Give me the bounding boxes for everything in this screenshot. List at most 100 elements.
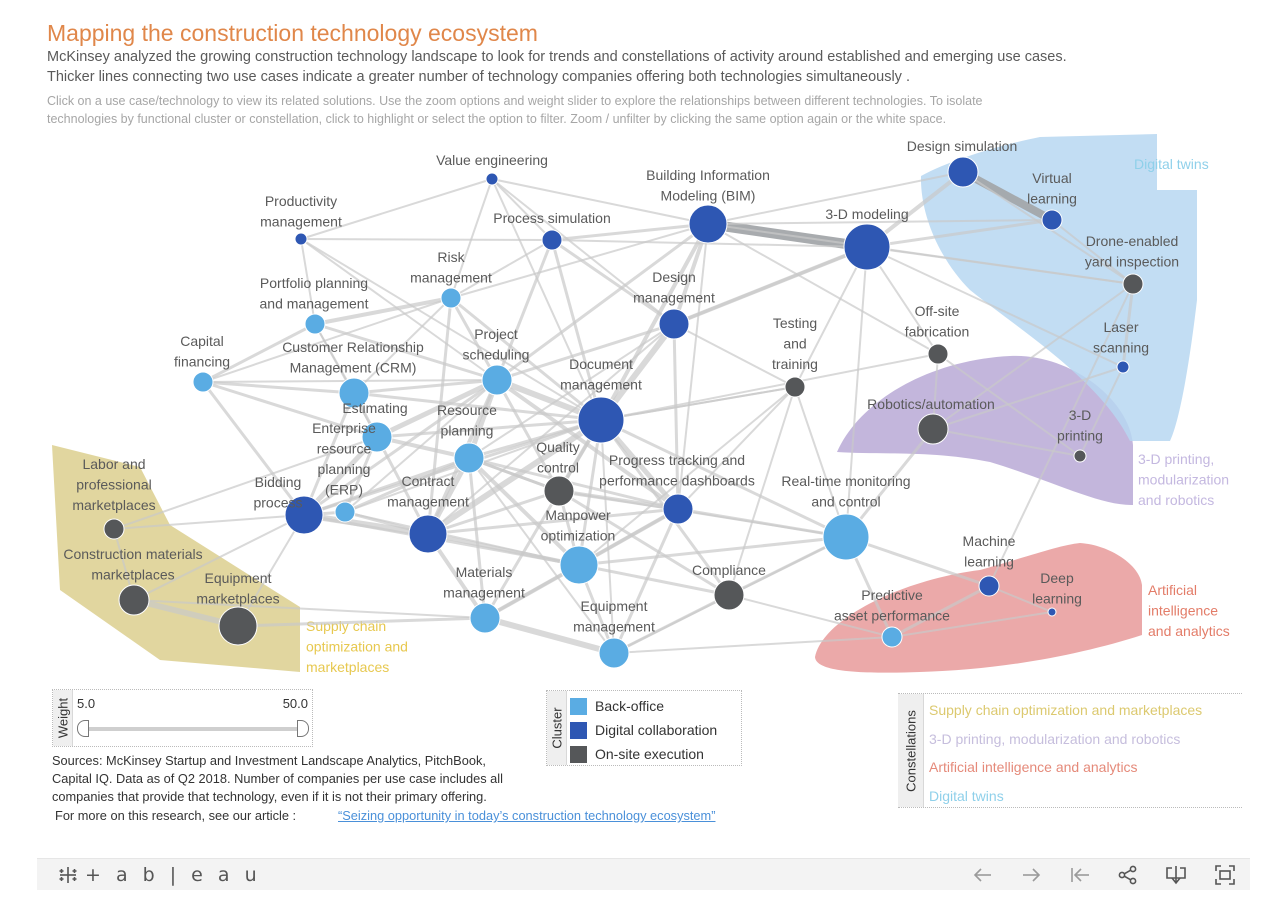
weight-min-handle[interactable] — [77, 720, 89, 737]
edge-value-engineering-bim — [491, 178, 709, 225]
node-robotics-automation[interactable] — [917, 413, 949, 445]
revert-button[interactable] — [1068, 863, 1092, 887]
weight-slider-track[interactable] — [81, 727, 307, 731]
edge-capital-financing-estimating — [201, 380, 379, 439]
node-compliance[interactable] — [713, 579, 745, 611]
edge-labor-marketplaces-estimating — [113, 436, 378, 530]
edge-design-management-contract-management — [427, 323, 675, 535]
subtitle-line-2: Thicker lines connecting two use cases i… — [47, 69, 910, 85]
edge-value-engineering-risk-management — [450, 178, 493, 299]
node-off-site-fabrication[interactable] — [927, 343, 949, 365]
node-equipment-marketplaces[interactable] — [218, 606, 258, 646]
cluster-item-on-site-execution[interactable]: On-site execution — [570, 744, 704, 764]
node-drone-yard-inspection[interactable] — [1122, 273, 1144, 295]
article-link[interactable]: “Seizing opportunity in today’s construc… — [338, 808, 716, 823]
fullscreen-button[interactable] — [1213, 863, 1237, 887]
edge-testing-training-manpower-optimization — [578, 386, 796, 566]
node-process-simulation[interactable] — [541, 229, 563, 251]
node-productivity-management[interactable] — [294, 232, 308, 246]
edge-contract-management-document-management — [425, 417, 604, 537]
node-erp[interactable] — [334, 501, 356, 523]
node-bidding-process[interactable] — [284, 495, 324, 535]
node-design-simulation[interactable] — [947, 156, 979, 188]
constellation-item-supply-chain[interactable]: Supply chain optimization and marketplac… — [929, 702, 1203, 718]
node-real-time-monitoring[interactable] — [822, 513, 870, 561]
sources-line-1: Sources: McKinsey Startup and Investment… — [52, 753, 486, 768]
edge-estimating-project-scheduling — [374, 377, 500, 440]
node-estimating[interactable] — [361, 421, 393, 453]
weight-min-label: 5.0 — [77, 696, 96, 711]
redo-button[interactable] — [1019, 863, 1043, 887]
node-design-management[interactable] — [658, 308, 690, 340]
node-progress-tracking[interactable] — [662, 493, 694, 525]
share-button[interactable] — [1116, 863, 1140, 887]
cluster-item-digital-collaboration[interactable]: Digital collaboration — [570, 720, 717, 740]
tableau-logo[interactable]: + a b | e a u — [57, 864, 261, 886]
node-labor-marketplaces[interactable] — [103, 518, 125, 540]
edge-productivity-management-portfolio-planning — [300, 238, 316, 325]
edge-testing-training-design-management — [673, 323, 796, 388]
edge-equipment-management-document-management — [600, 419, 615, 654]
node-3d-modeling[interactable] — [843, 223, 891, 271]
redo-icon — [1023, 868, 1041, 882]
edge-resource-planning-progress-tracking — [467, 456, 680, 511]
download-button[interactable] — [1164, 863, 1188, 887]
node-label-value-engineering: Value engineering — [436, 152, 548, 168]
node-quality-control[interactable] — [543, 475, 575, 507]
edge-equipment-marketplaces-materials-management — [236, 616, 487, 628]
node-portfolio-planning[interactable] — [304, 313, 326, 335]
undo-button[interactable] — [971, 863, 995, 887]
weight-max-handle[interactable] — [297, 720, 309, 737]
node-testing-training[interactable] — [784, 376, 806, 398]
more-research-text: For more on this research, see our artic… — [55, 808, 297, 823]
constellation-item-digital-twins[interactable]: Digital twins — [929, 788, 1004, 804]
edge-real-time-monitoring-document-management — [599, 418, 848, 539]
node-project-scheduling[interactable] — [481, 364, 513, 396]
constellations-legend: Constellations Supply chain optimization… — [898, 693, 1242, 808]
node-crm[interactable] — [338, 377, 370, 409]
cluster-item-label: Digital collaboration — [595, 722, 718, 738]
node-laser-scanning[interactable] — [1116, 360, 1130, 374]
node-capital-financing[interactable] — [192, 371, 214, 393]
node-document-management[interactable] — [577, 396, 625, 444]
node-deep-learning[interactable] — [1047, 607, 1057, 617]
edge-contract-management-progress-tracking — [426, 507, 680, 536]
edge-bidding-process-resource-planning — [302, 456, 471, 517]
edge-design-simulation-virtual-learning — [959, 168, 1056, 224]
cluster-item-back-office[interactable]: Back-office — [570, 696, 664, 716]
edge-erp-manpower-optimization — [344, 511, 580, 566]
node-construction-materials-marketplaces[interactable] — [118, 584, 150, 616]
node-materials-management[interactable] — [469, 602, 501, 634]
constellation-item-printing-robotics[interactable]: 3-D printing, modularization and robotic… — [929, 731, 1181, 747]
node-risk-management[interactable] — [440, 287, 462, 309]
node-resource-planning[interactable] — [453, 442, 485, 474]
node-predictive-asset-performance[interactable] — [881, 626, 903, 648]
node-virtual-learning[interactable] — [1041, 209, 1063, 231]
node-manpower-optimization[interactable] — [559, 545, 599, 585]
node-value-engineering[interactable] — [485, 172, 499, 186]
edge-value-engineering-document-management — [491, 178, 602, 421]
edge-contract-management-quality-control — [426, 489, 561, 536]
node-contract-management[interactable] — [408, 514, 448, 554]
cluster-item-label: On-site execution — [595, 746, 704, 762]
node-equipment-management[interactable] — [598, 637, 630, 669]
node-bim[interactable] — [688, 204, 728, 244]
node-machine-learning[interactable] — [978, 575, 1000, 597]
constellation-item-ai-analytics[interactable]: Artificial intelligence and analytics — [929, 759, 1138, 775]
node-3d-printing[interactable] — [1073, 449, 1087, 463]
edge-3d-modeling-laser-scanning — [866, 246, 1124, 368]
edge-document-management-off-site-fabrication — [600, 353, 939, 421]
